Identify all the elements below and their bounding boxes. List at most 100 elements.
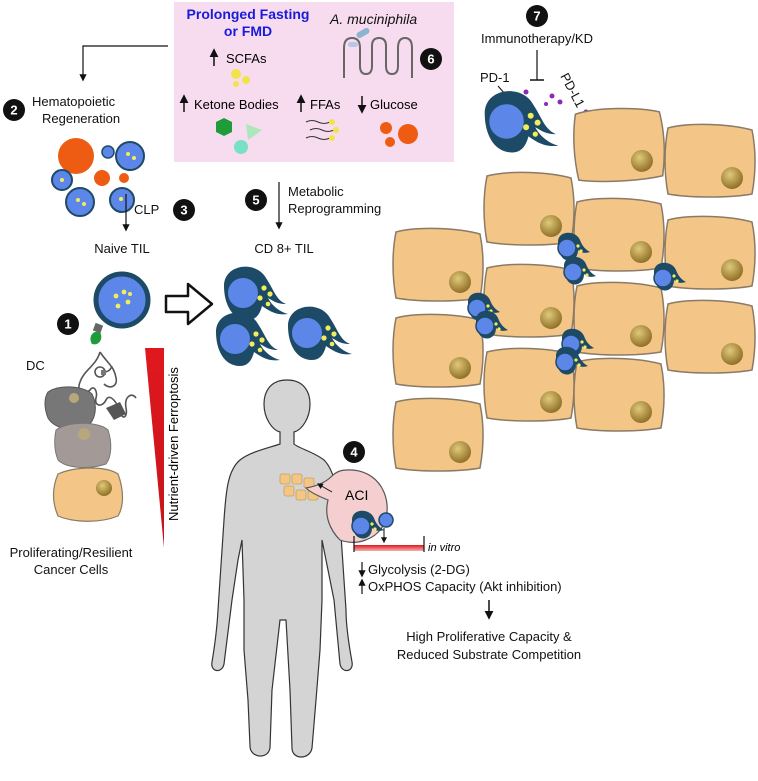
naive-til-cell-icon bbox=[93, 271, 151, 329]
dc-antigen-icon bbox=[92, 322, 104, 334]
pd1-label: PD-1 bbox=[480, 70, 510, 85]
progenitor-cell-icon-5 bbox=[94, 170, 110, 186]
step-6-badge bbox=[420, 48, 442, 70]
tumor-cell-4 bbox=[573, 197, 665, 272]
human-silhouette-icon bbox=[211, 379, 353, 758]
tumor-cell-12 bbox=[573, 357, 665, 432]
glucose-icon-2 bbox=[398, 124, 418, 144]
tumor-cell-2 bbox=[664, 123, 756, 198]
bacterium-label: A. muciniphila bbox=[329, 11, 417, 27]
glycolysis-label: Glycolysis (2-DG) bbox=[368, 562, 470, 577]
naive-til-label: Naive TIL bbox=[94, 241, 149, 256]
result-line1: High Proliferative Capacity & bbox=[406, 629, 572, 644]
glucose-label: Glucose bbox=[370, 97, 418, 112]
hematopoietic-section: 2 Hematopoietic Regeneration bbox=[3, 94, 145, 217]
granule-icon-4 bbox=[76, 198, 80, 202]
granule-icon-2 bbox=[132, 156, 136, 160]
aci-cell-icon bbox=[378, 512, 394, 528]
tumor-cell bbox=[571, 105, 667, 185]
granule-icon-5 bbox=[82, 202, 86, 206]
bacterium-icon bbox=[356, 28, 370, 38]
damaged-cancer-nucleus-icon bbox=[78, 428, 90, 440]
ffa-head-icon-2 bbox=[333, 127, 339, 133]
leaf-antigen-icon bbox=[90, 331, 102, 345]
step-1-badge bbox=[57, 313, 79, 335]
ffa-head-icon bbox=[329, 119, 335, 125]
pd1-tcell-icon bbox=[483, 90, 560, 154]
ketone-label: Ketone Bodies bbox=[194, 97, 279, 112]
step-4-badge bbox=[343, 441, 365, 463]
granule-icon-6 bbox=[119, 197, 123, 201]
dying-cancer-nucleus-icon bbox=[69, 393, 79, 403]
step-5-badge bbox=[245, 189, 267, 211]
step-4-number: 4 bbox=[350, 445, 358, 460]
dc-label: DC bbox=[26, 358, 45, 373]
ffa-molecule-icon bbox=[305, 120, 335, 140]
ketone-hexagon-icon bbox=[216, 118, 232, 136]
scfa-molecule-icon-2 bbox=[242, 76, 250, 84]
step-3-badge bbox=[173, 199, 195, 221]
naive-to-cd8-arrow-icon bbox=[164, 282, 214, 326]
scfa-molecule-icon-3 bbox=[233, 81, 239, 87]
scfa-molecule-icon bbox=[231, 69, 241, 79]
clp-label: CLP bbox=[134, 202, 159, 217]
step-5-number: 5 bbox=[252, 193, 259, 208]
cancer-label-line2: Cancer Cells bbox=[34, 562, 109, 577]
aci-label: ACI bbox=[345, 487, 368, 503]
gut-villi-icon bbox=[343, 36, 413, 78]
tumor-cell-9 bbox=[664, 299, 756, 374]
scfas-label: SCFAs bbox=[226, 51, 267, 66]
resilient-cancer-cell-icon bbox=[52, 467, 124, 522]
immunotherapy-label: Immunotherapy/KD bbox=[481, 31, 593, 46]
ffas-label: FFAs bbox=[310, 97, 341, 112]
resilient-cancer-nucleus-icon bbox=[96, 480, 112, 496]
hematopoietic-line1: Hematopoietic bbox=[32, 94, 116, 109]
step-2-number: 2 bbox=[10, 103, 17, 118]
in-vitro-label: in vitro bbox=[428, 542, 460, 554]
cancer-label-line1: Proliferating/Resilient bbox=[10, 545, 133, 560]
progenitor-cell-icon-2 bbox=[101, 145, 115, 159]
ferroptosis-label: Nutrient-driven Ferroptosis bbox=[166, 367, 181, 521]
metabolic-line2: Reprogramming bbox=[288, 201, 381, 216]
dendritic-cell-icon bbox=[78, 351, 137, 418]
fasting-title-line1: Prolonged Fasting bbox=[187, 6, 310, 22]
ferroptosis-gradient-wedge bbox=[145, 348, 164, 548]
tumor-cell-6 bbox=[392, 227, 484, 302]
fasting-to-hematopoietic-arrow bbox=[79, 45, 168, 82]
cd8-til-cell-icon-2 bbox=[215, 311, 281, 367]
fasting-panel: Prolonged Fasting or FMD A. muciniphila … bbox=[174, 2, 454, 162]
step-3-number: 3 bbox=[180, 203, 187, 218]
dying-cancer-fragment-icon bbox=[106, 402, 126, 420]
damaged-cancer-cell-icon bbox=[54, 422, 112, 468]
progenitor-cell-icon-3 bbox=[115, 141, 145, 171]
hematopoietic-line2: Regeneration bbox=[42, 111, 120, 126]
step-1-number: 1 bbox=[64, 317, 71, 332]
tumor-cell-10 bbox=[392, 313, 484, 388]
cd8-til-cell-icon-3 bbox=[287, 305, 353, 361]
glucose-icon bbox=[380, 122, 392, 134]
fasting-title-line2: or FMD bbox=[224, 23, 272, 39]
progenitor-cell-icon-6 bbox=[119, 173, 129, 183]
pdl1-label: PD-L1 bbox=[557, 70, 588, 110]
progenitor-cell-icon-7 bbox=[65, 187, 95, 217]
tumor-cell-13 bbox=[392, 397, 484, 472]
cd8-til-cell-icon bbox=[223, 265, 289, 321]
granule-icon bbox=[126, 152, 130, 156]
step-6-number: 6 bbox=[427, 52, 434, 67]
body-tumor-icon bbox=[279, 473, 319, 501]
glucose-icon-3 bbox=[385, 137, 395, 147]
in-vitro-bar bbox=[354, 545, 424, 551]
tumor-cell-3 bbox=[483, 171, 575, 246]
metabolic-line1: Metabolic bbox=[288, 184, 344, 199]
cd8-til-label: CD 8+ TIL bbox=[254, 241, 313, 256]
ffa-head-icon-3 bbox=[329, 135, 335, 141]
ketone-triangle-icon bbox=[246, 124, 262, 140]
aci-to-tumor-arrow bbox=[316, 483, 333, 493]
granule-icon-3 bbox=[60, 178, 64, 182]
step-2-badge bbox=[3, 99, 25, 121]
ketone-circle-icon bbox=[234, 140, 248, 154]
dc-antigen-icon-2 bbox=[101, 370, 106, 375]
oxphos-label: OxPHOS Capacity (Akt inhibition) bbox=[368, 579, 562, 594]
step-7-badge bbox=[526, 5, 548, 27]
